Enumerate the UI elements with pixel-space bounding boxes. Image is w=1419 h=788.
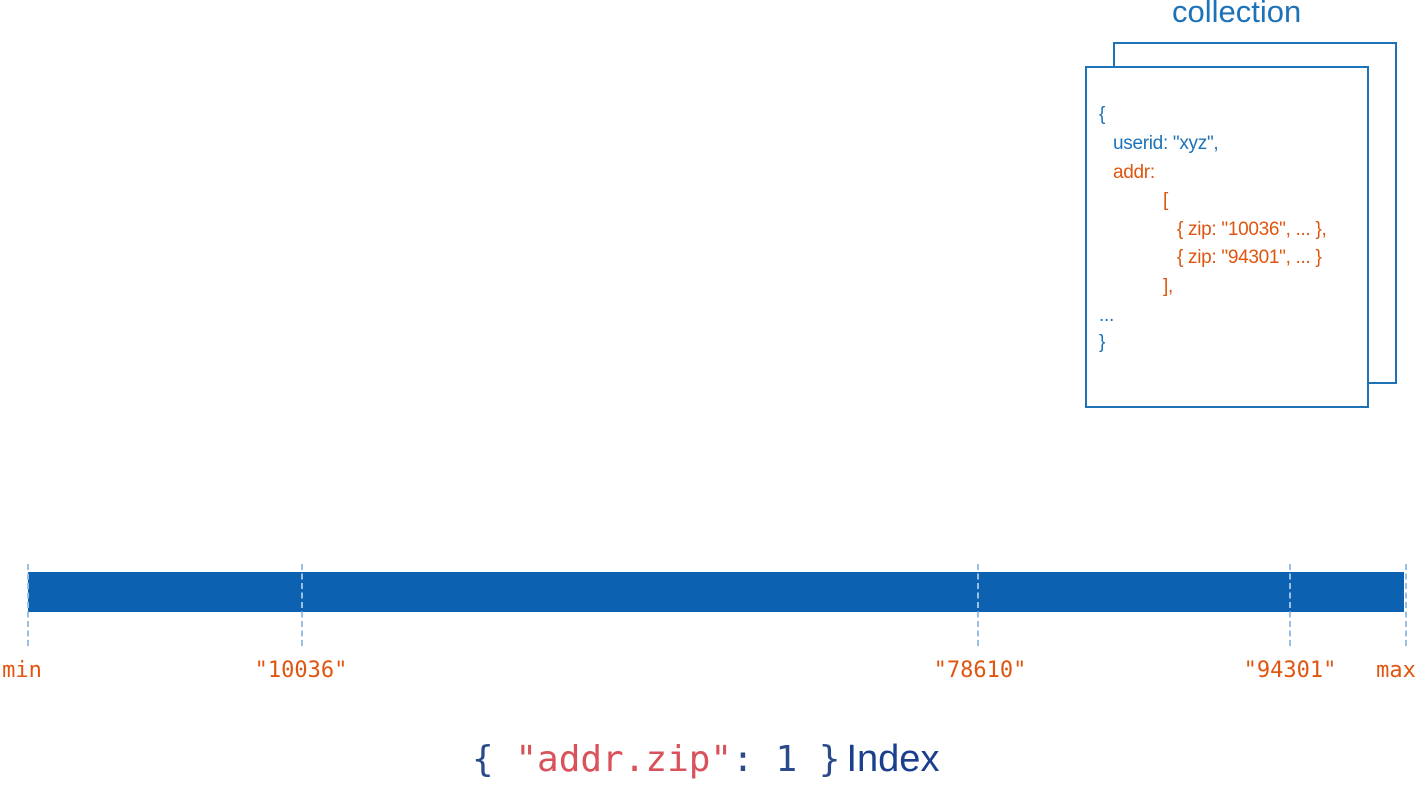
tick-label-min: min [2,658,42,683]
tick-label-max: max [1376,658,1416,683]
document-array-close: ], [1163,276,1173,297]
document-card: { userid: "xyz", addr: [ { zip: "10036",… [1085,66,1369,408]
document-close-brace: } [1099,332,1106,353]
index-caption: { "addr.zip": 1 }Index [472,738,939,781]
tick-label-94301: "94301" [1243,658,1337,683]
tick-label-78610: "78610" [933,658,1027,683]
tick-94301 [1289,564,1291,646]
tick-10036 [301,564,303,646]
collection-title: collection [1172,0,1302,29]
document-userid-field: userid: "xyz", [1113,133,1219,154]
document-open-brace: { [1099,104,1106,125]
document-array-open: [ [1163,190,1168,211]
document-zip-entry-1: { zip: "10036", ... }, [1177,219,1327,240]
index-bar [28,572,1404,612]
caption-index-word: Index [846,738,940,780]
caption-index-direction: : 1 } [732,739,841,780]
tick-min [27,564,29,646]
tick-max [1405,564,1407,646]
tick-label-10036: "10036" [254,658,348,683]
caption-index-key: "addr.zip" [515,739,733,780]
tick-78610 [977,564,979,646]
document-addr-field: addr: [1113,162,1155,183]
document-ellipsis: ... [1099,305,1114,326]
caption-open-brace: { [472,739,516,780]
document-zip-entry-2: { zip: "94301", ... } [1177,247,1322,268]
